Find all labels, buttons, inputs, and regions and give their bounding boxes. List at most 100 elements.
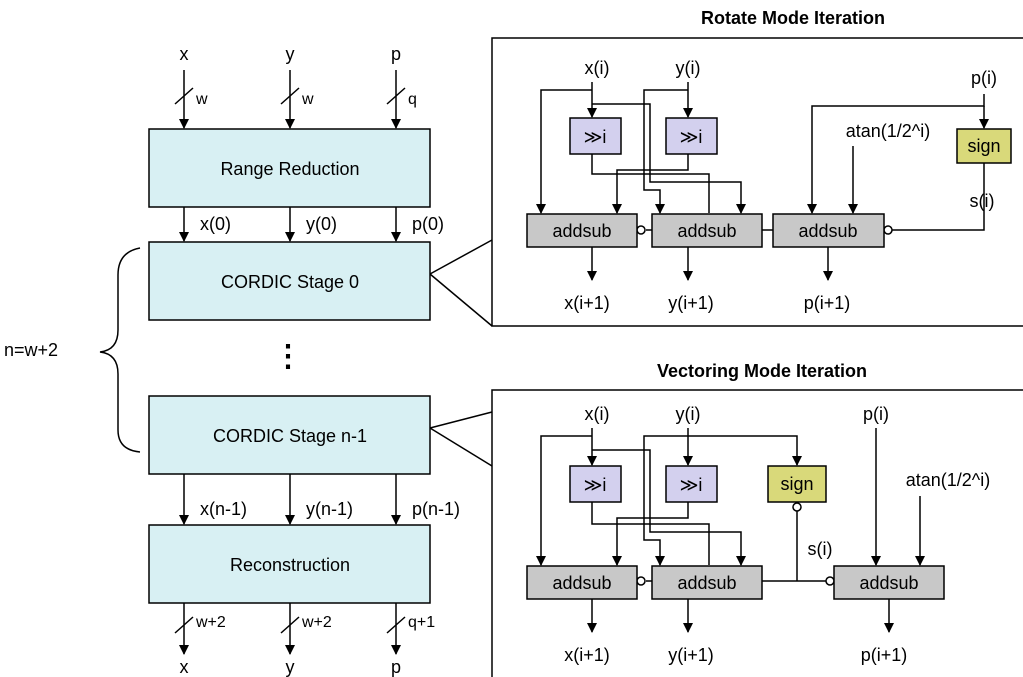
- rot-y-to-addsub2: [643, 89, 688, 214]
- vectoring-addsub-p-label: addsub: [859, 573, 918, 593]
- vec-p-in: p(i): [863, 404, 889, 424]
- stage-brace: [99, 247, 141, 453]
- output-x-label: x: [180, 657, 189, 677]
- signal-x-last: x(n-1): [200, 499, 247, 519]
- rotate-addsub-p-label: addsub: [798, 221, 857, 241]
- vectoring-addsub-x-block: [526, 565, 638, 600]
- vec-x-in: x(i): [585, 404, 610, 424]
- stage-count-label: n=w+2: [4, 340, 58, 360]
- out-width-x: w+2: [195, 614, 226, 631]
- bus-slash-x: [174, 87, 194, 105]
- rotate-y-in: y(i): [676, 58, 701, 78]
- rot-p-to-addsub3: [807, 94, 985, 214]
- vec-sign-bubble: [792, 502, 802, 512]
- rotate-shift-y-block: [665, 117, 718, 155]
- rotate-shift-x-label: ≫i: [584, 127, 607, 147]
- bus-slash-p: [386, 87, 406, 105]
- rotate-sign-label: sign: [967, 136, 1000, 156]
- vectoring-x-out: x(i+1): [564, 645, 610, 665]
- rotate-shift-y-label: ≫i: [680, 127, 703, 147]
- bus-slash-y: [280, 87, 300, 105]
- zoom-line-bottom-b: [429, 427, 493, 467]
- vec-y-in: y(i): [676, 404, 701, 424]
- vectoring-shift-x-label: ≫i: [584, 475, 607, 495]
- cordic-stage-0-block: [148, 241, 431, 321]
- width-y: w: [301, 91, 314, 108]
- vectoring-addsub-x-label: addsub: [552, 573, 611, 593]
- vec-invert-bubble-3: [825, 576, 835, 586]
- pipeline: x y p w w q Range Reduction x(0) y(0) p(…: [4, 44, 460, 677]
- rotate-frame: [491, 37, 1023, 327]
- vectoring-frame: [491, 389, 1023, 677]
- rot-yshift-to-addsub1: [612, 154, 689, 214]
- out-width-y: w+2: [301, 614, 332, 631]
- rotate-p-out: p(i+1): [804, 293, 851, 313]
- rot-xshift-wire: [591, 154, 710, 196]
- signal-x0: x(0): [200, 214, 231, 234]
- vec-yshift-to-addsub1: [612, 501, 689, 566]
- vec-y-to-addsub2: [643, 435, 688, 566]
- vectoring-y-out: y(i+1): [668, 645, 714, 665]
- vec-x-to-addsub2: [592, 449, 746, 566]
- vec-invert-bubble-1: [636, 576, 646, 586]
- cordic-stage-last-label: CORDIC Stage n-1: [213, 426, 367, 446]
- signal-p0: p(0): [412, 214, 444, 234]
- signal-y0: y(0): [306, 214, 337, 234]
- rotate-atan-label: atan(1/2^i): [846, 121, 931, 141]
- rotate-addsub-x-block: [526, 213, 638, 248]
- vectoring-addsub-y-block: [651, 565, 763, 600]
- vectoring-sign-label: sign: [780, 474, 813, 494]
- rot-invert-bubble-3: [883, 225, 893, 235]
- vectoring-atan-label: atan(1/2^i): [906, 470, 991, 490]
- rotate-p-in: p(i): [971, 68, 997, 88]
- vec-x-to-addsub1: [536, 435, 592, 566]
- cordic-stage-0-label: CORDIC Stage 0: [221, 272, 359, 292]
- zoom-line-top-a: [429, 239, 493, 275]
- ellipsis: ⋮: [273, 340, 303, 373]
- out-slash-p: [386, 616, 406, 634]
- width-x: w: [195, 91, 208, 108]
- rotate-title: Rotate Mode Iteration: [701, 8, 885, 28]
- rot-x-to-addsub1: [536, 89, 592, 214]
- vectoring-shift-x-block: [569, 465, 622, 503]
- signal-y-last: y(n-1): [306, 499, 353, 519]
- vec-xshift-wire: [591, 501, 710, 548]
- vectoring-title: Vectoring Mode Iteration: [657, 361, 867, 381]
- input-p-label: p: [391, 44, 401, 64]
- range-reduction-label: Range Reduction: [220, 159, 359, 179]
- out-slash-y: [280, 616, 300, 634]
- output-p-label: p: [391, 657, 401, 677]
- out-slash-x: [174, 616, 194, 634]
- signal-p-last: p(n-1): [412, 499, 460, 519]
- reconstruction-label: Reconstruction: [230, 555, 350, 575]
- vec-y-to-sign: [688, 435, 802, 466]
- input-x-label: x: [180, 44, 189, 64]
- rot-sign-wire: [892, 163, 985, 231]
- vectoring-s-label: s(i): [808, 539, 833, 559]
- vectoring-p-out: p(i+1): [861, 645, 908, 665]
- rotate-y-out: y(i+1): [668, 293, 714, 313]
- rotate-addsub-p-block: [772, 213, 885, 248]
- zoom-line-top-b: [429, 273, 493, 327]
- zoom-line-bottom-a: [429, 411, 493, 429]
- rotate-addsub-y-label: addsub: [677, 221, 736, 241]
- rot-invert-bubble-1: [636, 225, 646, 235]
- vectoring-addsub-y-label: addsub: [677, 573, 736, 593]
- width-p: q: [408, 91, 417, 108]
- reconstruction-block: [148, 524, 431, 604]
- vectoring-sign-block: [767, 465, 827, 503]
- rotate-shift-x-block: [569, 117, 622, 155]
- rotate-s-label: s(i): [970, 191, 995, 211]
- rotate-panel: Rotate Mode Iteration x(i) y(i) p(i) ≫i …: [491, 8, 1023, 327]
- rot-x-to-addsub2: [592, 103, 746, 214]
- rotate-x-in: x(i): [585, 58, 610, 78]
- vectoring-panel: Vectoring Mode Iteration x(i) y(i) p(i) …: [491, 361, 1023, 677]
- rotate-addsub-x-label: addsub: [552, 221, 611, 241]
- vectoring-shift-y-block: [665, 465, 718, 503]
- input-y-label: y: [286, 44, 295, 64]
- rotate-addsub-y-block: [651, 213, 763, 248]
- out-width-p: q+1: [408, 614, 435, 631]
- vectoring-shift-y-label: ≫i: [680, 475, 703, 495]
- rotate-x-out: x(i+1): [564, 293, 610, 313]
